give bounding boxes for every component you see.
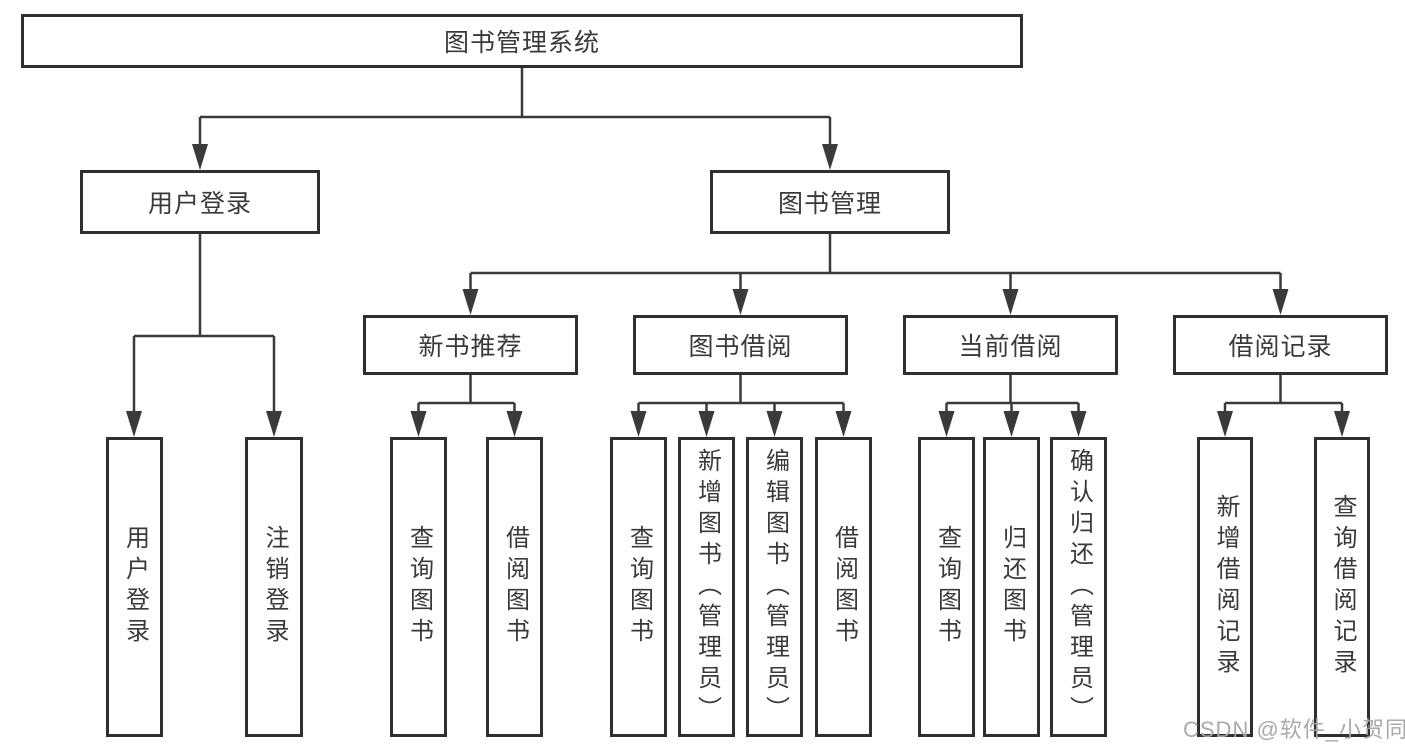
leaf-edit-book-admin-label: 编辑图书（管理员） (761, 447, 789, 727)
leaf-borrow-book: 借阅图书 (815, 437, 872, 737)
node-borrow-records-label: 借阅记录 (1228, 333, 1333, 361)
leaf-user-login-label: 用户登录 (121, 525, 149, 649)
leaf-add-borrow-record: 新增借阅记录 (1197, 437, 1253, 737)
node-book-borrow-label: 图书借阅 (688, 333, 793, 361)
csdn-watermark: CSDN @软件_小贺同学 (1183, 717, 1405, 742)
node-user-login-label: 用户登录 (147, 190, 252, 218)
leaf-recommend-borrow-book-label: 借阅图书 (501, 525, 529, 649)
node-book-mgmt: 图书管理 (710, 170, 950, 234)
leaf-recommend-query-book-label: 查询图书 (405, 525, 433, 649)
leaf-return-book: 归还图书 (983, 437, 1040, 737)
node-current-borrow-label: 当前借阅 (958, 333, 1063, 361)
leaf-confirm-return-admin: 确认归还（管理员） (1050, 437, 1107, 737)
node-current-borrow: 当前借阅 (903, 315, 1118, 375)
node-book-mgmt-label: 图书管理 (777, 190, 882, 218)
leaf-borrow-query-book-label: 查询图书 (625, 525, 653, 649)
node-user-login: 用户登录 (80, 170, 320, 234)
leaf-query-borrow-record-label: 查询借阅记录 (1329, 494, 1356, 680)
leaf-user-login: 用户登录 (106, 437, 163, 737)
arrowheads (126, 144, 1350, 437)
leaf-add-book-admin-label: 新增图书（管理员） (693, 447, 721, 727)
leaf-recommend-query-book: 查询图书 (390, 437, 447, 737)
node-new-book-recommend-label: 新书推荐 (418, 333, 523, 361)
node-borrow-records: 借阅记录 (1173, 315, 1388, 375)
leaf-confirm-return-admin-label: 确认归还（管理员） (1065, 447, 1093, 727)
node-root: 图书管理系统 (21, 14, 1023, 68)
node-new-book-recommend: 新书推荐 (363, 315, 578, 375)
leaf-logout: 注销登录 (245, 437, 303, 737)
leaf-recommend-borrow-book: 借阅图书 (486, 437, 543, 737)
leaf-current-query-book-label: 查询图书 (933, 525, 961, 649)
leaf-edit-book-admin: 编辑图书（管理员） (746, 437, 803, 737)
node-book-borrow: 图书借阅 (633, 315, 848, 375)
leaf-return-book-label: 归还图书 (998, 525, 1026, 649)
node-root-label: 图书管理系统 (443, 29, 600, 57)
leaf-borrow-query-book: 查询图书 (610, 437, 667, 737)
leaf-borrow-book-label: 借阅图书 (830, 525, 858, 649)
leaf-add-borrow-record-label: 新增借阅记录 (1212, 494, 1239, 680)
leaf-logout-label: 注销登录 (261, 525, 288, 649)
leaf-current-query-book: 查询图书 (918, 437, 975, 737)
leaf-query-borrow-record: 查询借阅记录 (1314, 437, 1370, 737)
leaf-add-book-admin: 新增图书（管理员） (678, 437, 735, 737)
